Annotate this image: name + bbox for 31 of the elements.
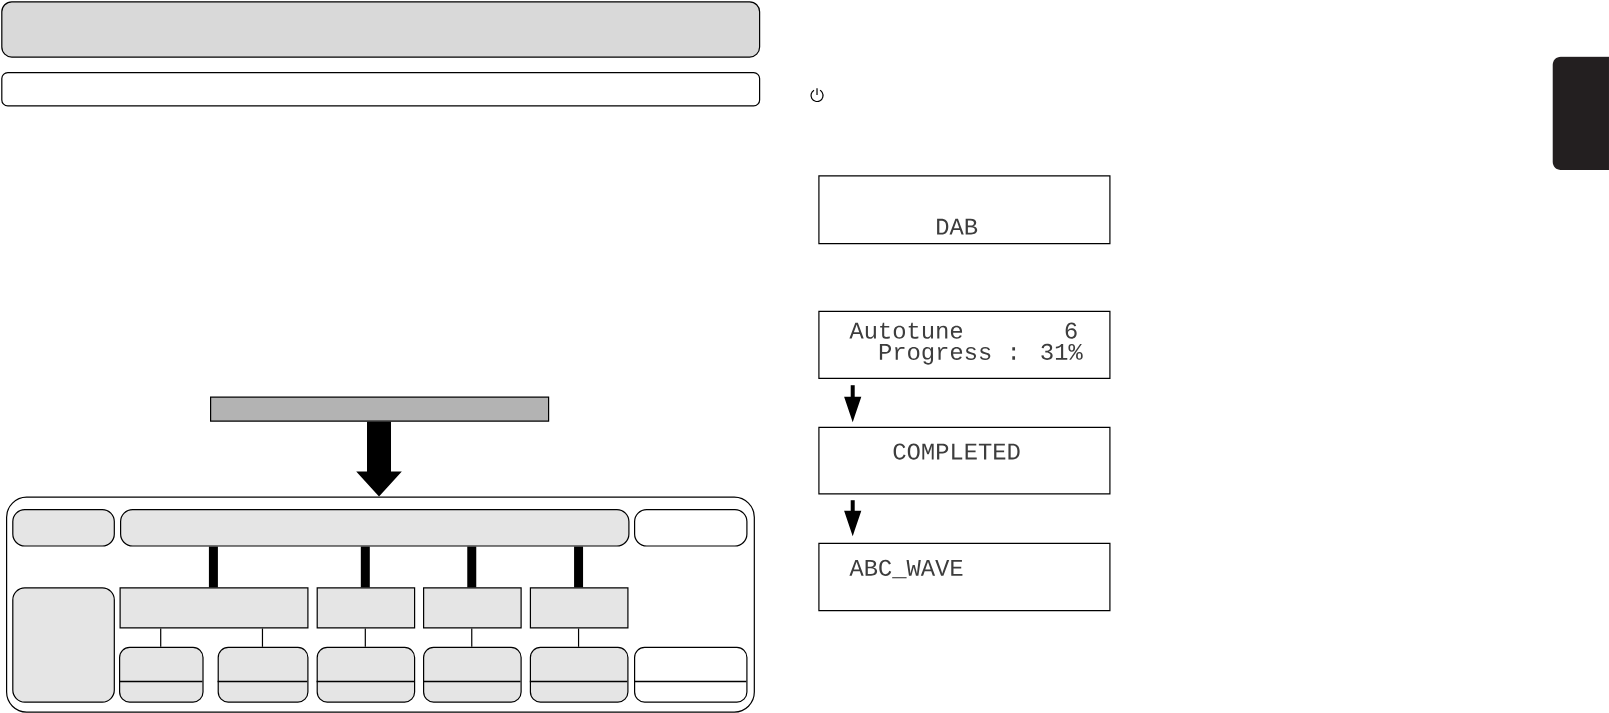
- subtitle-bar: [1, 72, 761, 107]
- connector-bar: [574, 546, 584, 588]
- split-box: [633, 646, 748, 703]
- section-tab: [1552, 56, 1609, 170]
- box: [423, 587, 522, 629]
- box: [119, 587, 309, 629]
- rounded-box: [634, 509, 748, 547]
- connector-line: [364, 627, 366, 648]
- connector-bar: [360, 546, 370, 588]
- split-box: [118, 646, 204, 703]
- split-box: [529, 646, 629, 703]
- connector-line: [577, 627, 580, 648]
- rounded-box: [12, 509, 115, 547]
- connector-line: [160, 627, 162, 648]
- split-box: [216, 646, 309, 703]
- connector-bar: [467, 546, 477, 588]
- connector-bar: [208, 546, 218, 588]
- lcd-display: COMPLETED: [818, 426, 1111, 495]
- connector-line: [471, 627, 473, 648]
- connector-line: [261, 627, 264, 648]
- split-box: [315, 646, 416, 703]
- split-box: [422, 646, 522, 703]
- box: [529, 587, 629, 629]
- bar: [210, 396, 550, 422]
- rounded-box: [120, 509, 630, 547]
- lcd-display: DAB: [818, 175, 1111, 245]
- box: [316, 587, 416, 629]
- title-bar: [1, 1, 761, 58]
- rounded-box: [12, 587, 115, 703]
- lcd-display: Autotune 6 Progress : 31%: [818, 310, 1111, 379]
- lcd-display: ABC_WAVE: [818, 542, 1111, 612]
